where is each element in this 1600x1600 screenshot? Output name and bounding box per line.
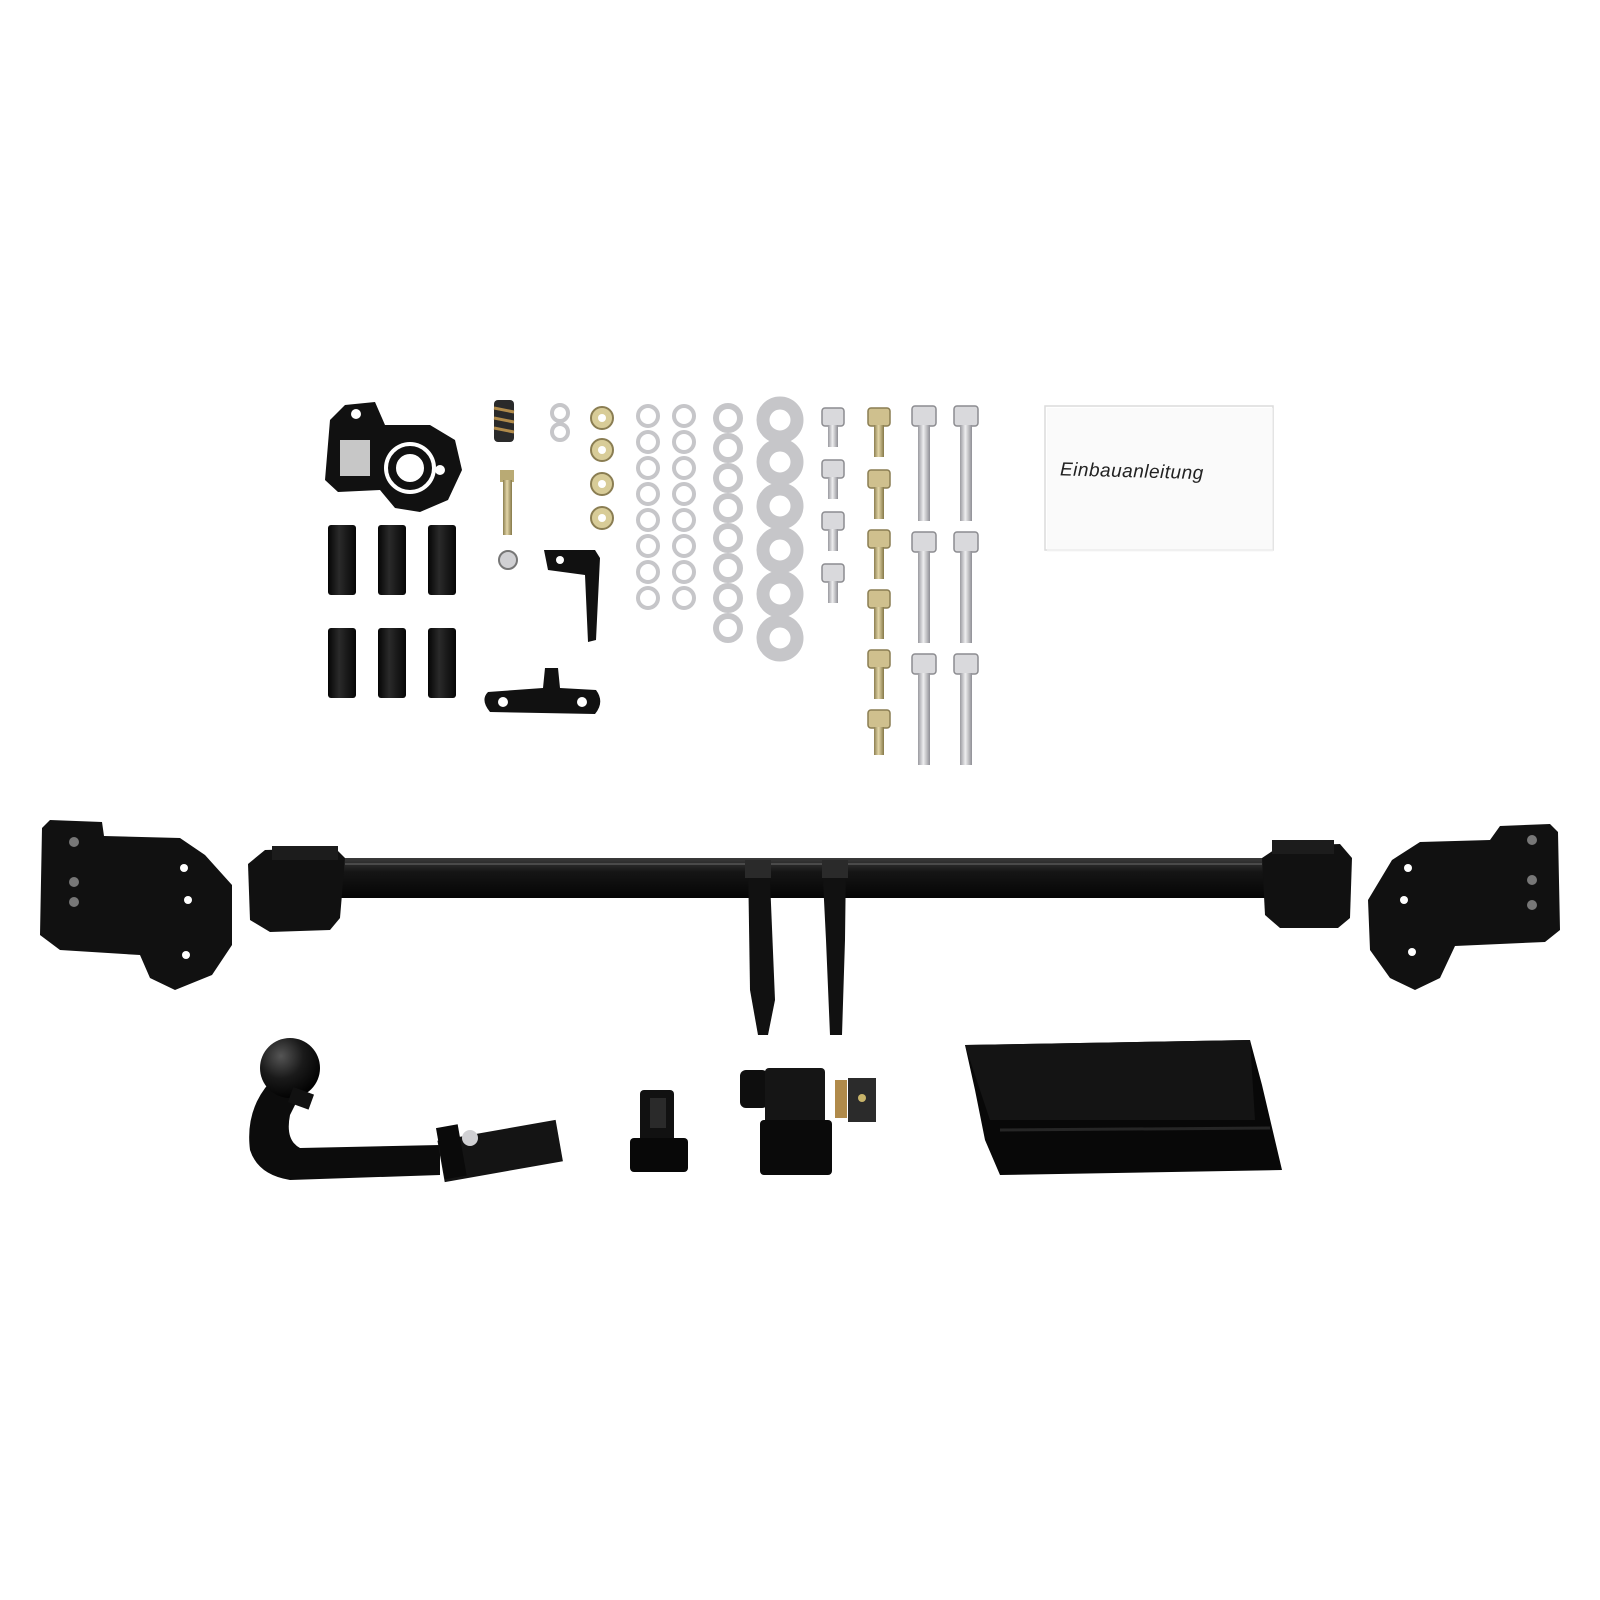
long-yellow-bolt xyxy=(500,470,514,535)
yellow-bolts xyxy=(867,407,891,755)
small-washers xyxy=(550,403,570,442)
flat-washers-medium xyxy=(713,403,743,643)
receiver-housing xyxy=(740,1068,876,1175)
spring xyxy=(493,400,515,442)
short-zinc-bolts xyxy=(821,407,845,603)
lock-nut xyxy=(498,550,518,570)
hex-nuts xyxy=(590,406,614,530)
spacer-sleeves xyxy=(328,525,456,698)
right-side-bracket xyxy=(1368,824,1560,990)
manual-title: Einbauanleitung xyxy=(1060,459,1204,484)
installation-manual: Einbauanleitung xyxy=(1044,405,1274,552)
spring-washers-col-1 xyxy=(636,404,660,610)
crossbar xyxy=(248,840,1352,1035)
storage-bag xyxy=(965,1040,1282,1175)
flat-bracket xyxy=(484,668,601,714)
flat-washers-large xyxy=(756,396,804,662)
spring-washers-col-2 xyxy=(672,404,696,610)
coupling-clip xyxy=(630,1090,688,1172)
long-zinc-bolts xyxy=(911,405,979,765)
tow-ball-neck xyxy=(249,1038,563,1183)
socket-mounting-plate xyxy=(325,402,462,512)
angle-bracket xyxy=(544,550,600,642)
left-side-bracket xyxy=(40,820,232,990)
